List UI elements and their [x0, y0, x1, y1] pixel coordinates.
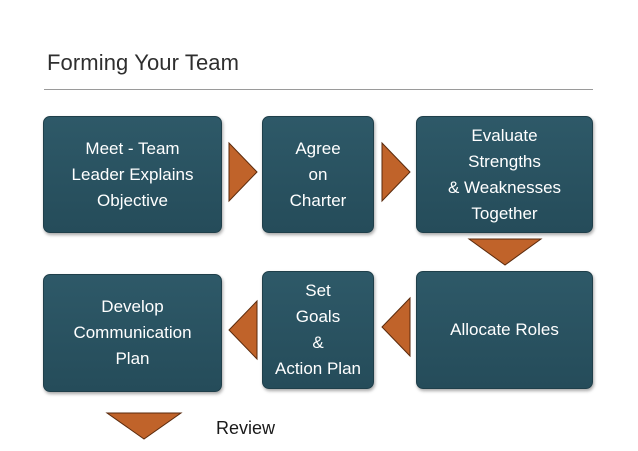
review-label: Review	[216, 418, 276, 438]
step-evaluate-box: Evaluate Strengths & Weaknesses Together	[416, 116, 593, 233]
step-allocate-box: Allocate Roles	[416, 271, 593, 389]
arrow-down-1	[467, 238, 543, 266]
step-develop-box: Develop Communication Plan	[43, 274, 222, 392]
arrow-right-1	[228, 141, 258, 203]
arrow-down-2	[105, 412, 183, 440]
step-goals-box: Set Goals & Action Plan	[262, 271, 374, 389]
title-divider	[44, 89, 593, 90]
arrow-left-2	[228, 299, 258, 361]
arrow-left-1	[381, 296, 411, 358]
arrow-right-2	[381, 141, 411, 203]
step-meet-box: Meet - Team Leader Explains Objective	[43, 116, 222, 233]
slide-title: Forming Your Team	[47, 50, 240, 75]
step-agree-box: Agree on Charter	[262, 116, 374, 233]
